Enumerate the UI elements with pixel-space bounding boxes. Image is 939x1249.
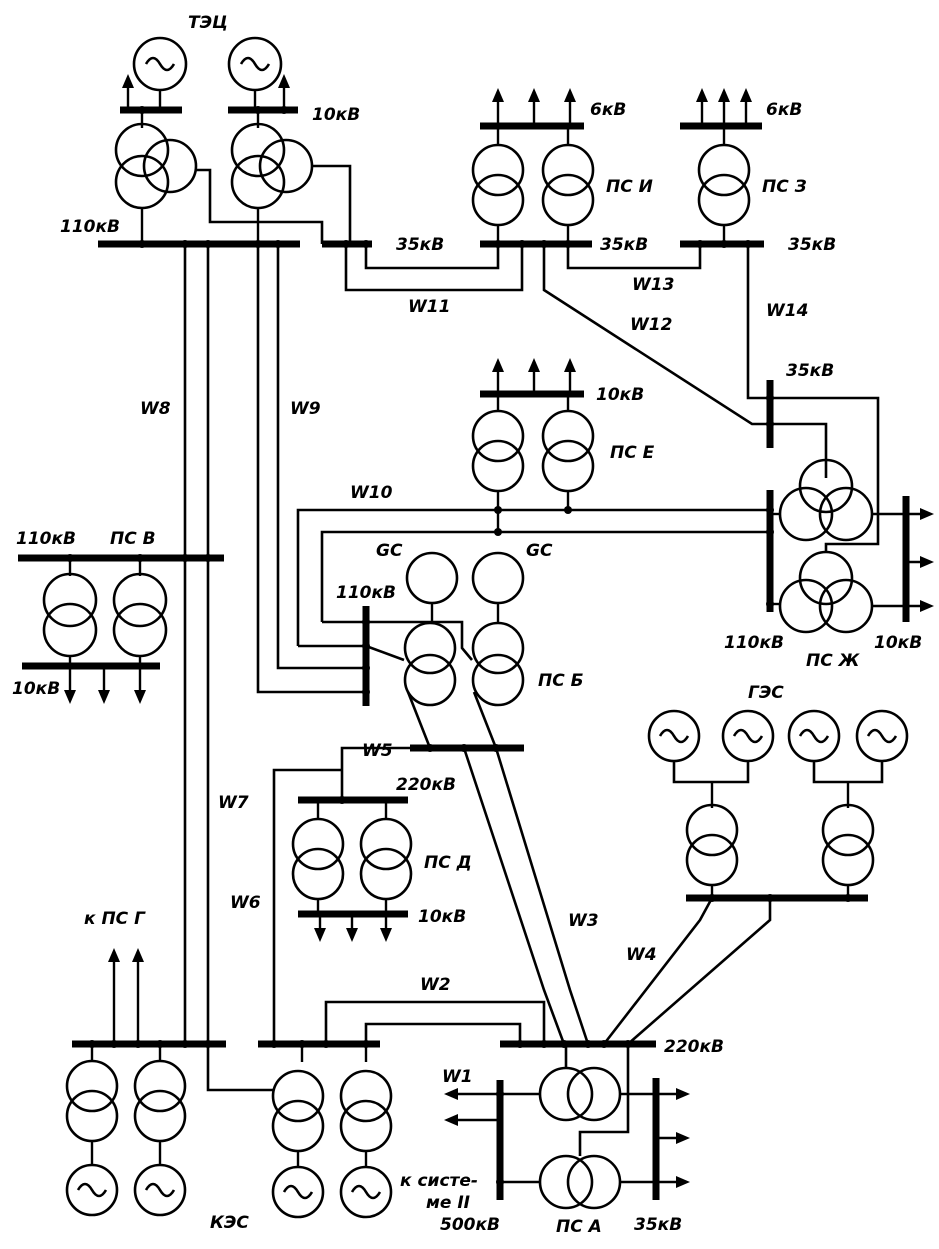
line-w12 — [542, 244, 770, 426]
label-tec: ТЭЦ — [188, 13, 228, 33]
transformer-icon — [685, 803, 739, 857]
label-to-system-1: к систе- — [400, 1171, 478, 1191]
line-w5 — [340, 746, 430, 800]
ges-station — [647, 709, 909, 902]
label-tec-10kv: 10кВ — [312, 105, 360, 125]
transformer-icon — [114, 122, 170, 178]
transformer-icon — [798, 458, 854, 514]
transformer-icon — [230, 122, 286, 178]
label-w11: W11 — [408, 297, 450, 317]
label-ps-zh-35kv: 35кВ — [786, 361, 834, 381]
label-w6: W6 — [230, 893, 261, 913]
label-w13: W13 — [632, 275, 674, 295]
line-w9 — [256, 244, 366, 694]
label-w14: W14 — [766, 301, 808, 321]
label-35kv-c: 35кВ — [788, 235, 836, 255]
arrow-head-icon — [278, 74, 290, 88]
label-ps-v-10kv: 10кВ — [12, 679, 60, 699]
label-ps-zh: ПС Ж — [806, 651, 861, 671]
ps-d-substation — [291, 796, 413, 942]
tec-station — [114, 36, 352, 244]
arrow-head-icon — [122, 74, 134, 88]
label-w7: W7 — [218, 793, 249, 813]
transformer-icon — [42, 572, 98, 628]
label-kes: КЭС — [210, 1213, 249, 1233]
transformer-icon — [133, 1059, 187, 1113]
label-w4: W4 — [626, 945, 657, 965]
label-w10: W10 — [350, 483, 393, 503]
line-w13 — [566, 244, 702, 270]
kes-station — [65, 948, 393, 1219]
label-w2: W2 — [420, 975, 451, 995]
ps-b-substation — [298, 551, 525, 749]
label-gc-2: GC — [526, 541, 553, 561]
label-w5: W5 — [362, 741, 393, 761]
label-ps-d-10kv: 10кВ — [418, 907, 466, 927]
label-ps-zh-110kv: 110кВ — [724, 633, 784, 653]
label-ps-a-500kv: 500кВ — [440, 1215, 500, 1235]
ps-z-substation — [680, 88, 762, 244]
ps-zh-substation — [766, 458, 934, 634]
label-w3: W3 — [568, 911, 599, 931]
label-w12: W12 — [630, 315, 672, 335]
line-w6 — [272, 768, 342, 1044]
label-gc-1: GC — [376, 541, 403, 561]
line-w14 — [746, 244, 770, 400]
transformer-icon — [471, 143, 525, 197]
line-w4 — [602, 897, 714, 1045]
sync-compensator-icon — [405, 551, 459, 605]
label-ps-a-220kv: 220кВ — [664, 1037, 724, 1057]
transformer-icon — [112, 572, 168, 628]
sync-compensator-icon — [471, 551, 525, 605]
label-ps-b: ПС Б — [538, 671, 584, 691]
ps-e-substation — [471, 358, 595, 532]
label-ps-d: ПС Д — [424, 853, 472, 873]
label-ps-e: ПС Е — [610, 443, 655, 463]
transformer-icon — [359, 817, 413, 871]
transformer-icon — [291, 817, 345, 871]
ps-a-substation — [444, 1044, 690, 1210]
label-ps-i: ПС И — [606, 177, 653, 197]
label-ps-v-110kv: 110кВ — [16, 529, 76, 549]
label-ps-z: ПС З — [762, 177, 807, 197]
label-ps-b-110kv: 110кВ — [336, 583, 396, 603]
label-w9: W9 — [290, 399, 321, 419]
line-w2 — [324, 1000, 546, 1044]
sine-wave-icon — [144, 56, 176, 72]
transformer-icon — [471, 409, 525, 463]
label-ps-v: ПС В — [110, 529, 156, 549]
label-ges: ГЭС — [748, 683, 784, 703]
transformer-icon — [541, 409, 595, 463]
label-ps-z-6kv: 6кВ — [766, 100, 802, 120]
ps-i-substation — [471, 88, 595, 244]
label-35kv-a: 35кВ — [396, 235, 444, 255]
label-w1: W1 — [442, 1067, 473, 1087]
transformer-icon — [541, 143, 595, 197]
label-w8: W8 — [140, 399, 171, 419]
label-ps-e-10kv: 10кВ — [596, 385, 644, 405]
label-ps-a: ПС А — [556, 1217, 602, 1237]
diagram-labels: ТЭЦ 10кВ 110кВ 6кВ 6кВ ПС И ПС З 35кВ 35… — [12, 13, 922, 1237]
transformer-icon — [271, 1069, 325, 1123]
label-tec-110kv: 110кВ — [60, 217, 120, 237]
label-ps-i-6kv: 6кВ — [590, 100, 626, 120]
label-ps-zh-10kv: 10кВ — [874, 633, 922, 653]
line-w3 — [462, 747, 566, 1045]
line-w11 — [344, 244, 524, 292]
transformer-icon — [697, 143, 751, 197]
sine-wave-icon — [239, 56, 271, 72]
label-ps-a-35kv: 35кВ — [634, 1215, 682, 1235]
transformer-icon — [65, 1059, 119, 1113]
ps-v-substation — [18, 554, 224, 704]
transformer-icon — [821, 803, 875, 857]
transformer-icon — [471, 621, 525, 675]
line-w10 — [296, 508, 770, 646]
label-to-system-2: ме II — [426, 1193, 470, 1213]
label-to-ps-g: к ПС Г — [84, 909, 146, 929]
label-ps-d-220kv: 220кВ — [396, 775, 456, 795]
label-35kv-b: 35кВ — [600, 235, 648, 255]
transformer-icon — [339, 1069, 393, 1123]
